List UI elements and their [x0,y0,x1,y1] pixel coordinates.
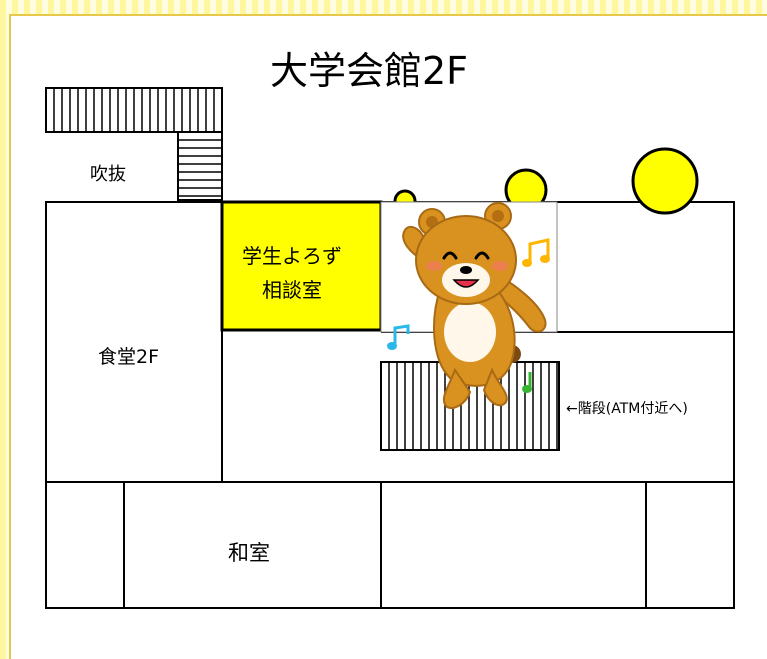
stairs-top-left-vertical [177,131,223,201]
room-label-yorozu-line2[interactable]: 相談室 [262,278,322,302]
bubble-large [631,147,699,215]
room-label-washitsu: 和室 [228,541,270,565]
stairs-label: ←階段(ATM付近へ) [566,401,688,417]
room-label-yorozu-line1[interactable]: 学生よろず [242,244,342,268]
stairs-top-left [45,87,223,201]
bear-mascot-icon [402,202,547,410]
map-title: 大学会館2F [270,49,469,93]
music-note-icon [387,238,550,393]
room-label-shokudo: 食堂2F [98,346,160,368]
room-label-fukinuke: 吹抜 [90,164,126,185]
thought-bubble-icon [393,147,699,215]
yorozu-consultation-room[interactable] [220,200,383,332]
